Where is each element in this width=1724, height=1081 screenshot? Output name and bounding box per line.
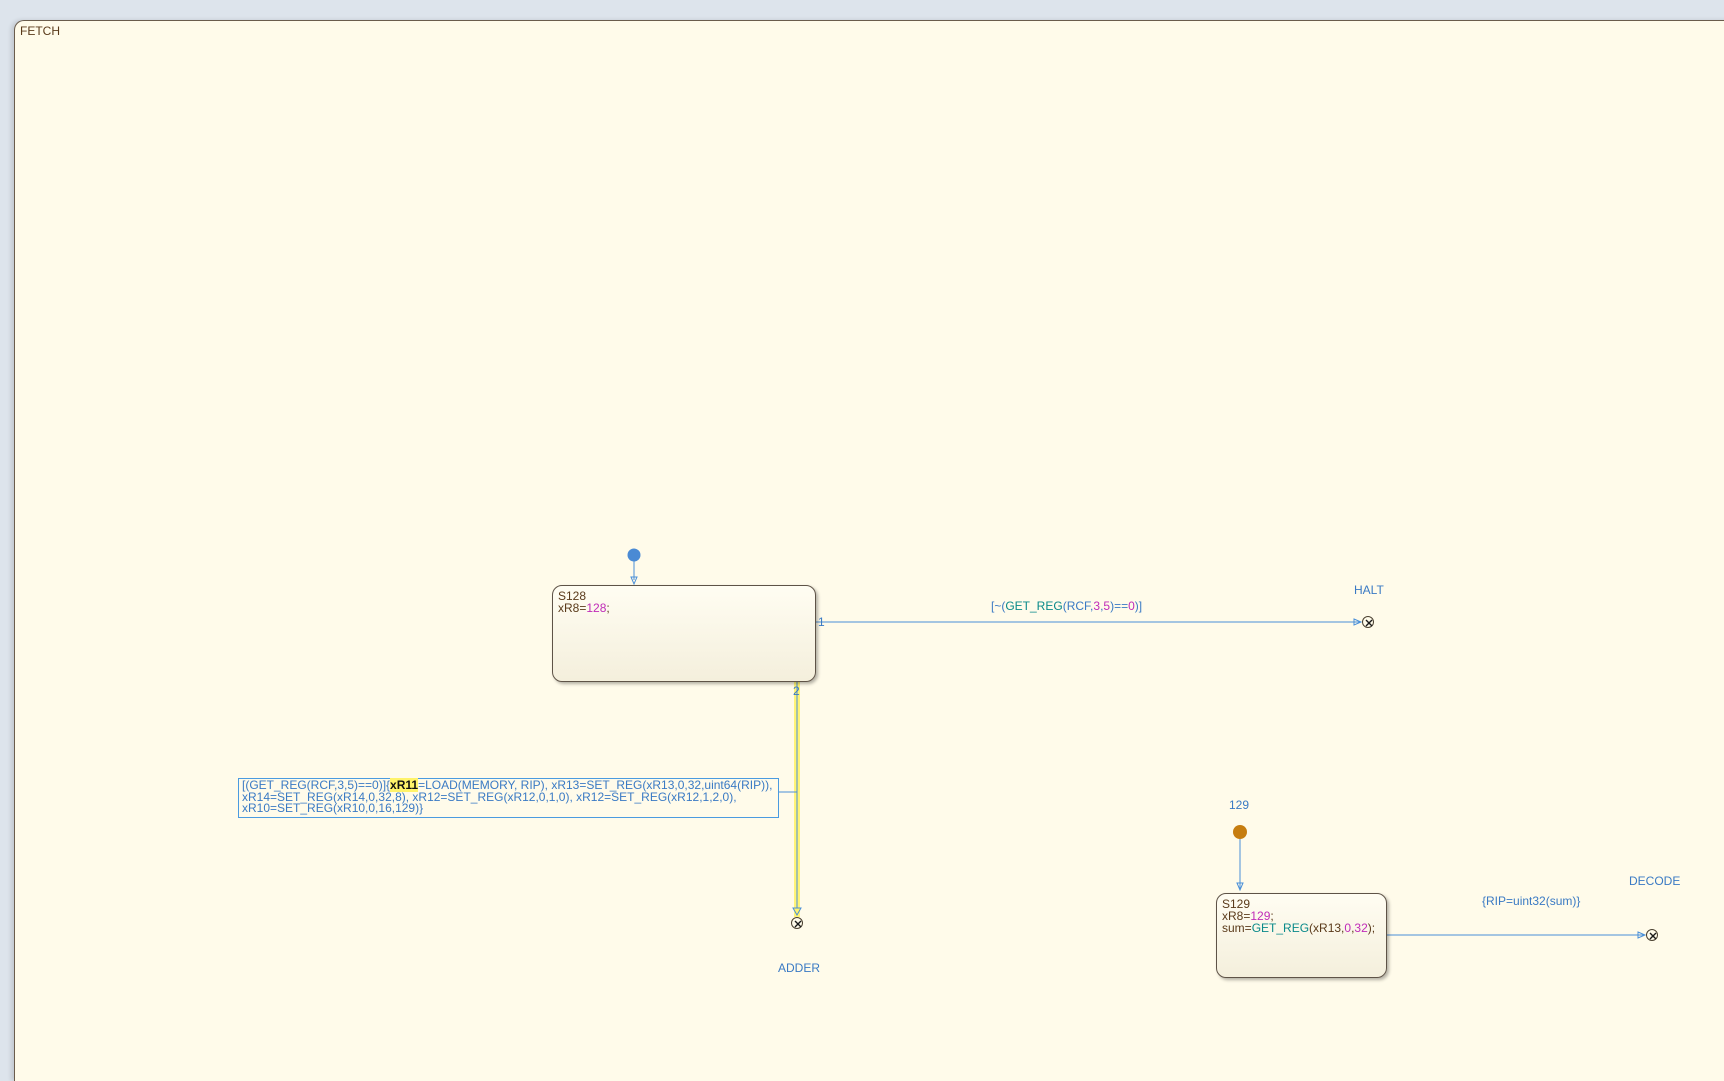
exit-label-adder: ADDER xyxy=(778,961,821,975)
s128-semicolon: ; xyxy=(606,601,610,615)
chart-region-fetch[interactable]: FETCH xyxy=(14,20,1724,1081)
entry-dot-129[interactable] xyxy=(1233,825,1247,839)
exit-label-halt: HALT xyxy=(1354,583,1384,597)
state-s129[interactable]: S129 xR8=129; sum=GET_REG(xR13,0,32); xyxy=(1216,893,1387,978)
state-s128[interactable]: S128 xR8=128; xyxy=(552,585,816,682)
s128-value: 128 xyxy=(586,601,607,615)
x-icon xyxy=(794,920,802,928)
adder-cond: [(GET_REG(RCF,3,5)==0)]{ xyxy=(242,778,391,792)
s129-fn: GET_REG xyxy=(1251,921,1310,935)
exit-junction-halt[interactable] xyxy=(1362,616,1374,628)
s129-comma: , xyxy=(1351,921,1355,935)
adder-label-line-1: [(GET_REG(RCF,3,5)==0)]{xR11=LOAD(MEMORY… xyxy=(242,778,775,792)
adder-label-line-2: xR14=SET_REG(xR14,0,32,8), xR12=SET_REG(… xyxy=(242,789,737,804)
default-transition-dot[interactable] xyxy=(627,548,641,562)
state-s129-name: S129 xyxy=(1222,897,1251,911)
cond-halt-comma: , xyxy=(1100,599,1104,613)
transition-arrowhead-halt xyxy=(1353,618,1363,626)
cond-halt-num2: 5 xyxy=(1103,599,1111,613)
entry-arrowhead-129 xyxy=(1236,882,1244,892)
x-icon xyxy=(1649,932,1657,940)
transition-arrowhead-decode xyxy=(1637,931,1647,939)
state-s128-text: S128 xR8=128; xyxy=(558,590,610,614)
s129-sum: sum= xyxy=(1222,921,1252,935)
transition-action-decode[interactable]: {RIP=uint32(sum)} xyxy=(1482,894,1581,908)
cond-halt-fn: GET_REG xyxy=(1005,599,1063,613)
transition-arrowhead-adder xyxy=(792,907,802,917)
s129-num2: 32 xyxy=(1354,921,1368,935)
transition-label-adder[interactable]: [(GET_REG(RCF,3,5)==0)]{xR11=LOAD(MEMORY… xyxy=(238,778,779,818)
s129-var: xR8= xyxy=(1222,909,1251,923)
chart-title: FETCH xyxy=(20,24,60,38)
adder-label-line-3: xR10=SET_REG(xR10,0,16,129)} xyxy=(242,801,424,815)
state-s128-name: S128 xyxy=(558,589,587,603)
adder-highlighted-var: xR11 xyxy=(390,778,419,792)
cond-halt-eq: )== xyxy=(1110,599,1129,613)
cond-halt-num1: 3 xyxy=(1093,599,1101,613)
cond-halt-open: [~( xyxy=(991,599,1006,613)
cond-halt-close: )] xyxy=(1134,599,1143,613)
s129-args: (xR13, xyxy=(1309,921,1345,935)
state-s129-action-2: sum=GET_REG(xR13,0,32); xyxy=(1222,922,1375,934)
transition-condition-halt[interactable]: [~(GET_REG(RCF,3,5)==0)] xyxy=(991,600,1142,613)
state-s129-action-1: xR8=129; xyxy=(1222,910,1375,922)
exit-junction-decode[interactable] xyxy=(1646,929,1658,941)
s129-num1: 0 xyxy=(1344,921,1352,935)
priority-label-adder: 2 xyxy=(793,684,800,698)
priority-label-halt: 1 xyxy=(818,615,825,629)
s129-value: 129 xyxy=(1250,909,1271,923)
exit-label-decode: DECODE xyxy=(1629,874,1681,888)
cond-halt-args: (RCF, xyxy=(1062,599,1094,613)
exit-junction-adder[interactable] xyxy=(791,917,803,929)
default-transition-arrowhead xyxy=(630,576,638,586)
state-s128-action: xR8=128; xyxy=(558,602,610,614)
x-icon xyxy=(1365,619,1373,627)
entry-label-129: 129 xyxy=(1229,798,1250,812)
s129-semicolon: ; xyxy=(1270,909,1274,923)
adder-action-1: =LOAD(MEMORY, RIP), xR13=SET_REG(xR13,0,… xyxy=(418,778,773,792)
cond-halt-num3: 0 xyxy=(1128,599,1135,613)
state-s129-text: S129 xR8=129; sum=GET_REG(xR13,0,32); xyxy=(1222,898,1375,934)
s128-var: xR8= xyxy=(558,601,587,615)
s129-close: ); xyxy=(1367,921,1376,935)
